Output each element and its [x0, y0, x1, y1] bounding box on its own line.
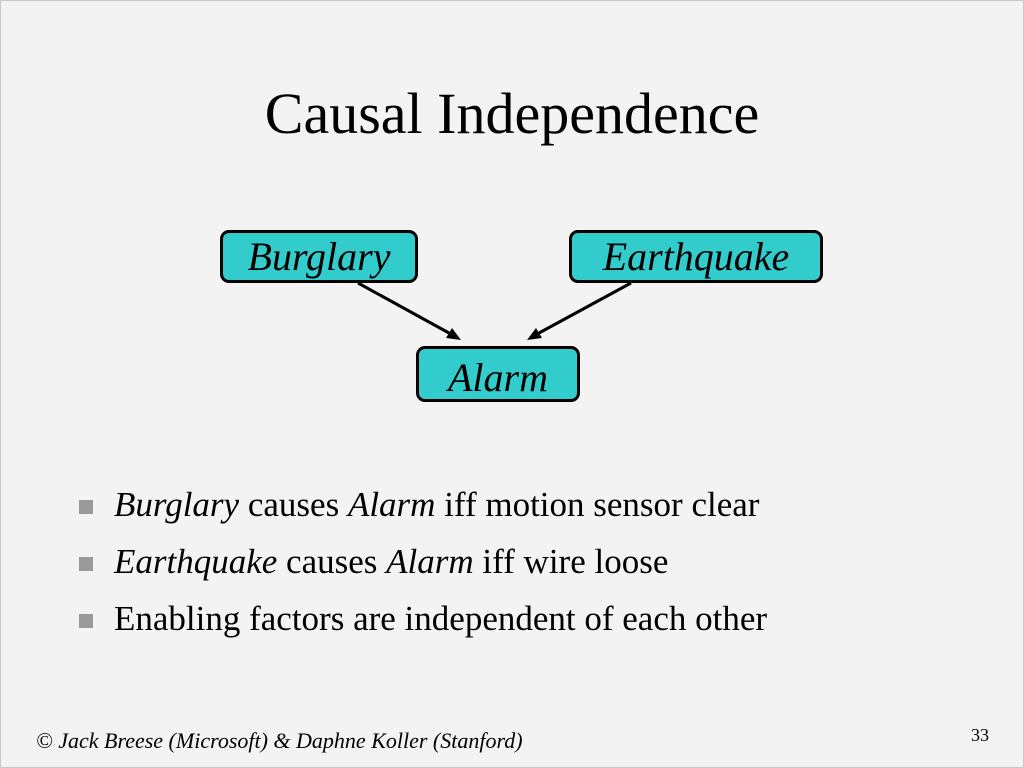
bullet-effect: Alarm — [347, 485, 436, 524]
node-alarm: Alarm — [416, 346, 580, 402]
square-bullet-icon — [79, 557, 93, 571]
bullet-rest: iff motion sensor clear — [435, 485, 760, 524]
bullet-verb: causes — [277, 542, 387, 581]
square-bullet-icon — [79, 614, 93, 628]
arrowhead-burglary-to-alarm — [446, 328, 461, 340]
bullet-item-enabling-factors: Enabling factors are independent of each… — [72, 594, 767, 651]
edge-earthquake-to-alarm — [538, 281, 632, 335]
page-number: 33 — [971, 725, 989, 745]
edge-burglary-to-alarm — [357, 281, 450, 335]
node-burglary: Burglary — [220, 230, 418, 283]
bullet-list: Burglary causes Alarm iff motion sensor … — [72, 480, 767, 651]
arrowhead-earthquake-to-alarm — [527, 328, 542, 340]
bullet-text: Enabling factors are independent of each… — [114, 599, 768, 638]
node-earthquake: Earthquake — [569, 230, 823, 283]
footer-copyright: © Jack Breese (Microsoft) & Daphne Kolle… — [36, 728, 523, 753]
slide-title: Causal Independence — [264, 81, 760, 146]
bullet-cause: Burglary — [114, 485, 240, 524]
bullet-item-earthquake: Earthquake causes Alarm iff wire loose — [72, 537, 767, 594]
bullet-verb: causes — [239, 485, 348, 524]
bullet-cause: Earthquake — [114, 542, 278, 581]
bullet-effect: Alarm — [386, 542, 474, 581]
bullet-item-burglary: Burglary causes Alarm iff motion sensor … — [72, 480, 767, 537]
square-bullet-icon — [79, 500, 93, 514]
bullet-rest: iff wire loose — [473, 542, 669, 581]
